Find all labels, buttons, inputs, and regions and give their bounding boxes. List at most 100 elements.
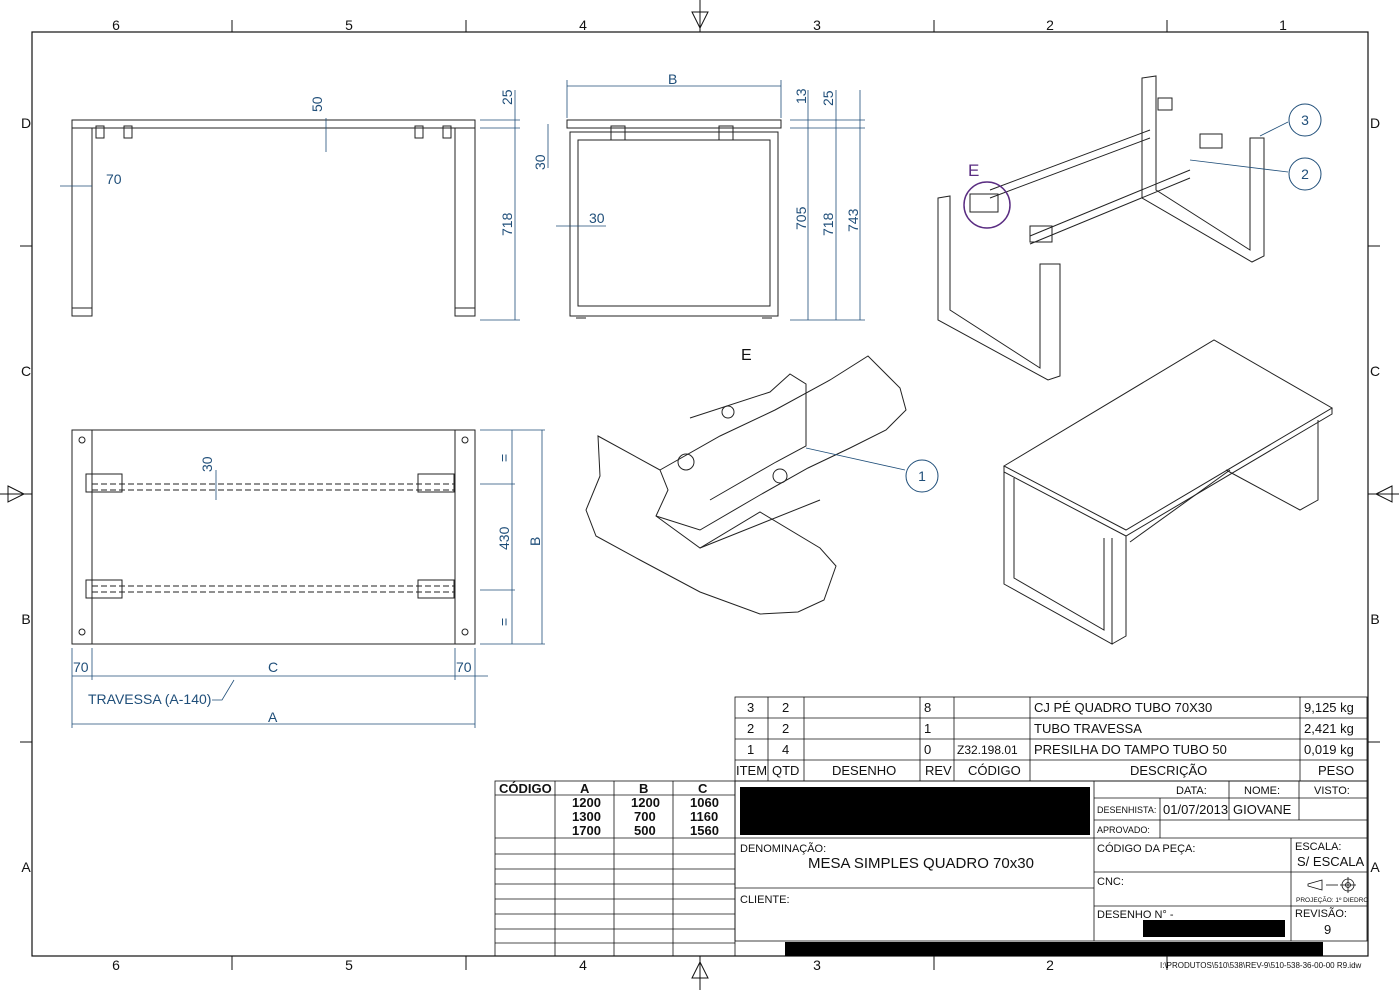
bom-row-1-peso: 9,125 kg xyxy=(1304,700,1354,715)
row-label-a: A xyxy=(21,859,31,875)
detail-e-label: E xyxy=(741,347,752,364)
top-dim-equal-2: = xyxy=(496,618,512,626)
bom-row-2-rev: 1 xyxy=(924,721,931,736)
front-dim-50: 50 xyxy=(309,96,325,112)
tb-cnc-label: CNC: xyxy=(1097,876,1124,888)
row-label-a-right: A xyxy=(1370,859,1380,875)
iso-frame-view xyxy=(937,75,1265,381)
redacted-footer-strip xyxy=(785,942,1323,956)
top-view xyxy=(71,429,476,645)
variants-r1-a: 1200 xyxy=(572,795,601,810)
col-label-6: 6 xyxy=(112,17,120,33)
variants-r1-c: 1060 xyxy=(690,795,719,810)
top-dim-c: C xyxy=(268,659,278,675)
col-label-2: 2 xyxy=(1046,17,1054,33)
tb-nome-label: NOME: xyxy=(1244,785,1280,797)
tb-revisao-label: REVISÃO: xyxy=(1295,907,1347,920)
balloon-2-text: 2 xyxy=(1301,166,1309,182)
tb-cliente-label: CLIENTE: xyxy=(740,894,790,906)
tb-denominacao-label: DENOMINAÇÃO: xyxy=(740,842,826,855)
side-dim-743: 743 xyxy=(845,208,861,232)
tb-data-value: 01/07/2013 xyxy=(1163,802,1228,817)
bom-row-3-rev: 0 xyxy=(924,742,931,757)
col-label-2-bottom: 2 xyxy=(1046,957,1054,973)
row-label-b: B xyxy=(21,611,30,627)
tb-desenho-label: DESENHO N° - xyxy=(1097,909,1174,921)
tb-codigo-peca-label: CÓDIGO DA PEÇA: xyxy=(1097,842,1195,855)
bom-row-1-descricao: CJ PÉ QUADRO TUBO 70X30 xyxy=(1034,700,1212,715)
row-label-b-right: B xyxy=(1370,611,1379,627)
variants-r3-a: 1700 xyxy=(572,823,601,838)
side-dim-718: 718 xyxy=(820,212,836,236)
bom-row-2-item: 2 xyxy=(747,721,754,736)
top-dim-70-left: 70 xyxy=(73,659,89,675)
zone-ticks xyxy=(20,20,1380,970)
bom-row-3-codigo: Z32.198.01 xyxy=(957,743,1018,757)
col-label-1: 1 xyxy=(1279,17,1287,33)
tb-escala-label: ESCALA: xyxy=(1295,841,1341,853)
iso-e-label: E xyxy=(968,161,979,180)
front-dim-70: 70 xyxy=(106,171,122,187)
side-view xyxy=(566,119,782,319)
balloon-1: 1 xyxy=(805,447,939,493)
bom-header-codigo: CÓDIGO xyxy=(968,763,1021,778)
bom-row-1-rev: 8 xyxy=(924,700,931,715)
projection-symbol-icon xyxy=(1307,877,1356,893)
top-dim-30: 30 xyxy=(199,456,215,472)
variants-header-c: C xyxy=(698,781,708,796)
bom-row-2-peso: 2,421 kg xyxy=(1304,721,1354,736)
col-label-4: 4 xyxy=(579,17,587,33)
bom-header-rev: REV xyxy=(925,763,952,778)
col-label-5-bottom: 5 xyxy=(345,957,353,973)
bom-row-3-item: 1 xyxy=(747,742,754,757)
bom-header-peso: PESO xyxy=(1318,763,1354,778)
side-dim-705: 705 xyxy=(793,206,809,230)
detail-e-view xyxy=(585,355,907,615)
row-label-d-right: D xyxy=(1370,115,1380,131)
side-dim-13: 13 xyxy=(793,88,809,104)
bom-row-3-qtd: 4 xyxy=(782,742,789,757)
side-dim-b: B xyxy=(668,71,677,87)
tb-desenhista-label: DESENHISTA: xyxy=(1097,805,1156,815)
title-block xyxy=(734,780,1368,942)
tb-escala-value: S/ ESCALA xyxy=(1297,854,1365,869)
tb-nome-value: GIOVANE xyxy=(1233,802,1292,817)
variants-r3-b: 500 xyxy=(634,823,656,838)
top-dim-a: A xyxy=(268,709,278,725)
bom-row-1-qtd: 2 xyxy=(782,700,789,715)
row-label-c: C xyxy=(21,363,31,379)
tb-aprovado-label: APROVADO: xyxy=(1097,825,1150,835)
iso-table-view xyxy=(1002,339,1333,645)
side-dim-30-inner: 30 xyxy=(589,210,605,226)
col-label-3: 3 xyxy=(813,17,821,33)
bom-header-desenho: DESENHO xyxy=(832,763,896,778)
top-dim-b: B xyxy=(527,537,543,546)
front-view-dims xyxy=(60,90,520,321)
top-dim-70-right: 70 xyxy=(456,659,472,675)
variants-header-b: B xyxy=(639,781,648,796)
tb-data-label: DATA: xyxy=(1176,785,1207,797)
top-dim-equal-1: = xyxy=(496,454,512,462)
col-label-4-bottom: 4 xyxy=(579,957,587,973)
variants-r2-b: 700 xyxy=(634,809,656,824)
bom-row-3-peso: 0,019 kg xyxy=(1304,742,1354,757)
bom-header-item: ITEM xyxy=(736,763,767,778)
bom-header-qtd: QTD xyxy=(772,763,799,778)
bom-row-1-item: 3 xyxy=(747,700,754,715)
balloon-3: 3 xyxy=(1259,103,1322,137)
balloon-2: 2 xyxy=(1189,157,1322,191)
redacted-logo-block xyxy=(740,787,1090,835)
top-view-dims xyxy=(71,429,545,728)
variants-header-a: A xyxy=(580,781,590,796)
detail-e-circle xyxy=(963,181,1011,229)
row-label-c-right: C xyxy=(1370,363,1380,379)
top-dim-430: 430 xyxy=(496,526,512,550)
variants-r1-b: 1200 xyxy=(631,795,660,810)
col-label-3-bottom: 3 xyxy=(813,957,821,973)
front-dim-718: 718 xyxy=(499,212,515,236)
tb-visto-label: VISTO: xyxy=(1314,785,1350,797)
variants-r2-c: 1160 xyxy=(690,809,718,824)
col-label-6-bottom: 6 xyxy=(112,957,120,973)
